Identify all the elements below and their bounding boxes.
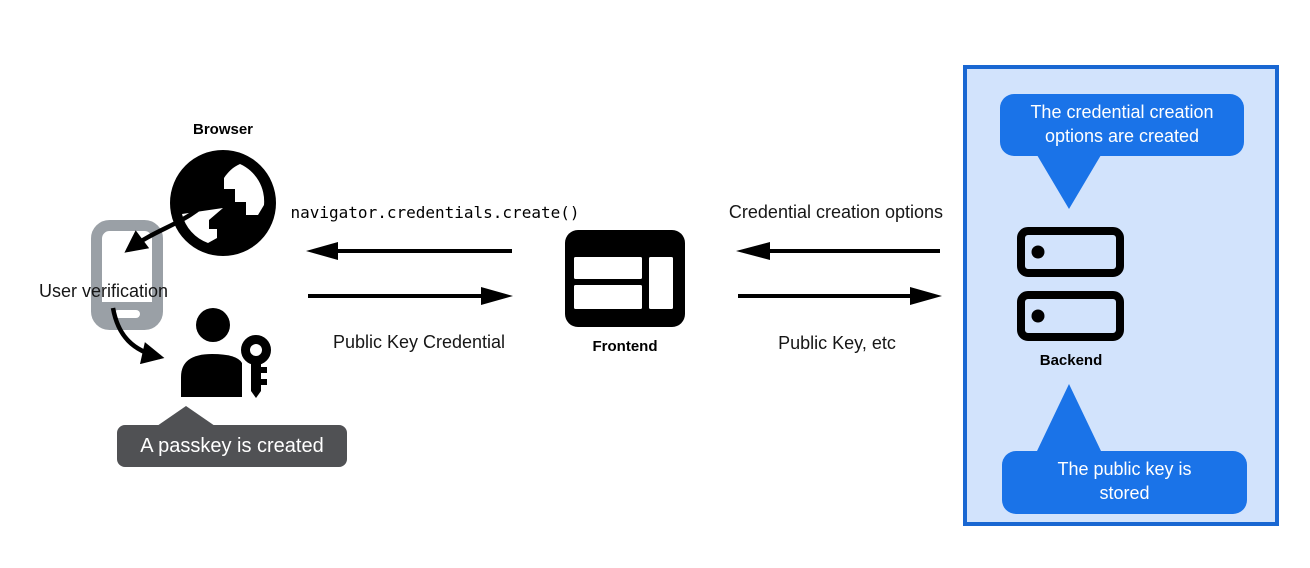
arrow-frontend-to-browser [306, 242, 512, 260]
person-with-key-icon [181, 308, 271, 398]
top-callout-pointer [1037, 155, 1101, 209]
arrow-backend-to-frontend [736, 242, 940, 260]
backend-top-callout: The credential creation options are crea… [1000, 94, 1244, 156]
tooltip-pointer [157, 406, 215, 426]
server-stack-icon [1017, 227, 1124, 341]
arrow-browser-to-frontend [308, 287, 513, 305]
public-key-etc-label: Public Key, etc [778, 333, 896, 353]
frontend-label: Frontend [592, 338, 658, 355]
user-verification-label: User verification [39, 281, 169, 301]
bottom-callout-pointer [1037, 384, 1101, 451]
backend-panel: The credential creation options are crea… [963, 65, 1279, 526]
public-key-credential-label: Public Key Credential [332, 332, 506, 352]
browser-window-icon [565, 230, 685, 327]
arrow-globe-to-phone [124, 194, 214, 253]
navigator-create-label: navigator.credentials.create() [290, 203, 580, 222]
globe-icon [170, 150, 276, 256]
browser-label: Browser [192, 121, 254, 138]
credential-creation-options-label: Credential creation options [728, 202, 944, 222]
arrow-frontend-to-backend [738, 287, 942, 305]
arrow-phone-to-user [110, 307, 165, 365]
backend-bottom-callout: The public key is stored [1002, 451, 1247, 514]
backend-label: Backend [1039, 352, 1103, 369]
passkey-tooltip: A passkey is created [117, 425, 347, 467]
